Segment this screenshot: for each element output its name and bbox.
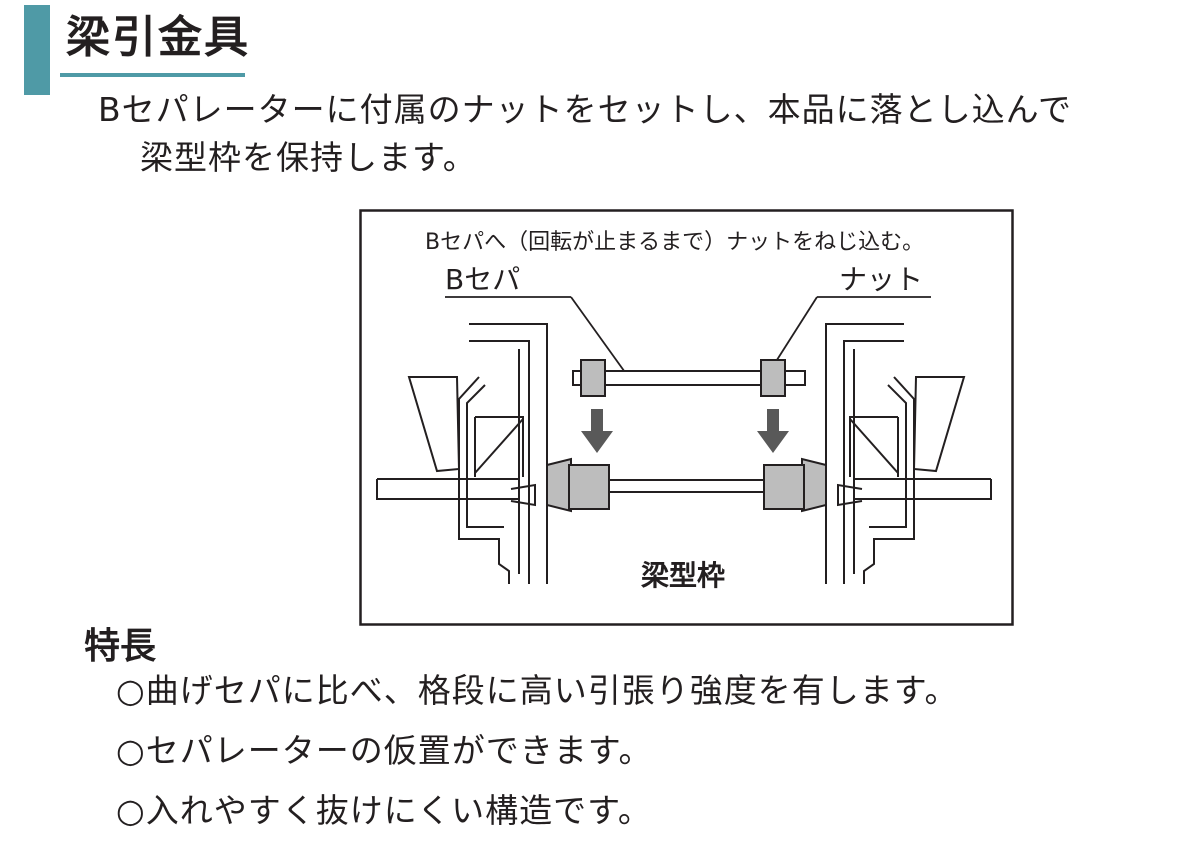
separator-installed [546, 457, 827, 513]
feature-item: ○入れやすく抜けにくい構造です。 [116, 791, 652, 830]
feature-item: ○曲げセパに比べ、格段に高い引張り強度を有します。 [116, 671, 959, 710]
intro-line-1: Bセパレーターに付属のナットをセットし、本品に落とし込んで [98, 90, 1072, 129]
leader-line-nut [774, 296, 818, 364]
insertion-arrows [581, 409, 789, 453]
label-bsepa: Bセパ [445, 263, 520, 296]
page-title: 梁引金具 [66, 12, 250, 63]
down-arrow-left [581, 409, 613, 453]
diagram-instruction: Bセパへ（回転が止まるまで）ナットをねじ込む。 [425, 230, 924, 255]
nut-left-upper [580, 359, 606, 397]
feature-item: ○セパレーターの仮置ができます。 [116, 731, 653, 770]
intro-text: Bセパレーターに付属のナットをセットし、本品に落とし込んで 梁型枠を保持します。 [98, 86, 1072, 182]
title-accent-bar [24, 5, 50, 95]
intro-line-2: 梁型枠を保持します。 [140, 138, 477, 177]
left-formwork [376, 323, 548, 584]
diagram-frame [359, 209, 1014, 626]
nut-right-upper [760, 359, 786, 397]
down-arrow-right [757, 409, 789, 453]
label-nut: ナット [839, 263, 923, 296]
nut-left-installed [568, 464, 610, 510]
label-formwork: 梁型枠 [640, 559, 725, 592]
leader-line-bsepa [570, 296, 628, 376]
mounting-diagram: Bセパへ（回転が止まるまで）ナットをねじ込む。 Bセパ ナット [359, 209, 1014, 626]
separator-before-insertion [572, 359, 806, 397]
nut-right-installed [763, 464, 805, 510]
features-heading: 特長 [84, 626, 157, 667]
title-underline [60, 73, 245, 77]
